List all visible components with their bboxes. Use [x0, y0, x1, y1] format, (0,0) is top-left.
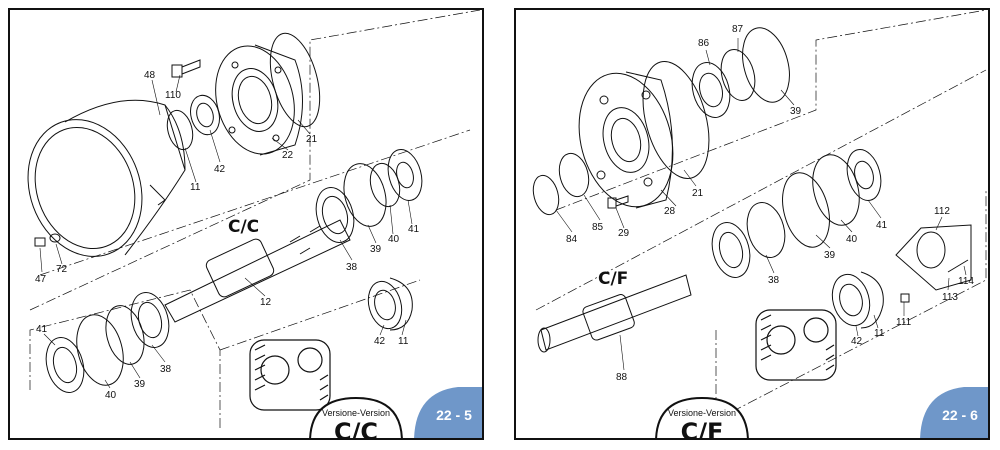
part-label: 12 [260, 297, 272, 308]
part-label: 39 [790, 106, 802, 117]
exploded-view-cf: 86 87 39 21 28 84 85 29 41 40 39 38 112 … [532, 10, 988, 440]
part-label: 87 [732, 24, 744, 35]
shaft-88 [537, 274, 692, 353]
ring-11 [860, 271, 884, 329]
part-label: 22 [282, 150, 294, 161]
part-label: 39 [824, 250, 836, 261]
part-label: 40 [846, 234, 858, 245]
joint-housing [249, 339, 331, 411]
part-label: 85 [592, 222, 604, 233]
part-label: 38 [160, 364, 172, 375]
part-label: 41 [876, 220, 888, 231]
stamp-code: C/C [334, 418, 378, 440]
bearing-42-lower [367, 280, 403, 330]
bolt-114 [947, 259, 969, 273]
part-label: 88 [616, 372, 628, 383]
part-label: 41 [408, 224, 420, 235]
shaft-12 [164, 219, 351, 323]
part-label: 39 [134, 379, 146, 390]
stamp-label: Versione-Version [322, 408, 390, 418]
stamp-label: Versione-Version [668, 408, 736, 418]
version-stamp: Versione-Version C/F [655, 396, 749, 440]
ring-87 [720, 49, 756, 101]
diagram-panel-cc: 48 110 21 22 42 11 47 72 41 40 39 38 12 … [8, 8, 484, 440]
flange-28 [578, 71, 674, 209]
exploded-view-cc: 48 110 21 22 42 11 47 72 41 40 39 38 12 … [27, 10, 482, 440]
part-label: 113 [942, 292, 958, 303]
screw-47 [34, 237, 46, 247]
part-label: 38 [346, 262, 358, 273]
part-label: 11 [190, 182, 201, 193]
part-label: 111 [896, 317, 912, 328]
part-label: 39 [370, 244, 382, 255]
ring-85 [558, 152, 590, 198]
part-label: 21 [692, 188, 704, 199]
page-number-badge: 22 - 5 [414, 387, 482, 438]
variant-code: C/F [598, 269, 628, 289]
bolt-110 [171, 59, 201, 78]
part-label: 42 [214, 164, 226, 175]
part-label: 42 [851, 336, 863, 347]
bearing-pack [711, 149, 882, 278]
guard-cone [27, 99, 186, 257]
lower-bearing-pack [45, 292, 170, 393]
part-label: 40 [105, 390, 117, 401]
part-label: 84 [566, 234, 578, 245]
plate-112 [895, 224, 972, 291]
version-stamp: Versione-Version C/C [309, 396, 403, 440]
part-label: 112 [934, 206, 950, 217]
part-label: 114 [958, 276, 974, 287]
part-label: 72 [56, 264, 68, 275]
ring-39-top [742, 27, 790, 103]
diagram-panel-cf: 86 87 39 21 28 84 85 29 41 40 39 38 112 … [514, 8, 990, 440]
part-label: 29 [618, 228, 630, 239]
stamp-code: C/F [681, 418, 724, 440]
part-label: 42 [374, 336, 386, 347]
oring-21 [642, 61, 710, 179]
bearing-86 [691, 62, 731, 118]
part-label: 48 [144, 70, 156, 81]
page-number: 22 - 5 [436, 407, 472, 423]
part-label: 11 [398, 336, 409, 347]
joint-housing [755, 309, 837, 381]
part-label: 21 [306, 134, 318, 145]
part-label: 28 [664, 206, 676, 217]
oring-21 [269, 32, 321, 128]
part-label: 41 [36, 324, 48, 335]
part-label: 11 [874, 328, 885, 339]
flange-22 [215, 44, 303, 156]
plug-111 [900, 293, 910, 303]
page-number: 22 - 6 [942, 407, 978, 423]
page-number-badge: 22 - 6 [920, 387, 988, 438]
bearing-42 [190, 94, 220, 136]
part-label: 110 [165, 90, 181, 101]
upper-bearing-pack [315, 149, 423, 243]
bearing-42 [831, 273, 871, 327]
part-label: 86 [698, 38, 710, 49]
washer-72 [49, 233, 61, 243]
part-label: 38 [768, 275, 780, 286]
part-label: 47 [35, 274, 47, 285]
bolt-29 [607, 195, 629, 209]
ring-84 [532, 174, 560, 216]
variant-code: C/C [228, 217, 259, 237]
ring-11-lower [389, 277, 413, 331]
part-label: 40 [388, 234, 400, 245]
